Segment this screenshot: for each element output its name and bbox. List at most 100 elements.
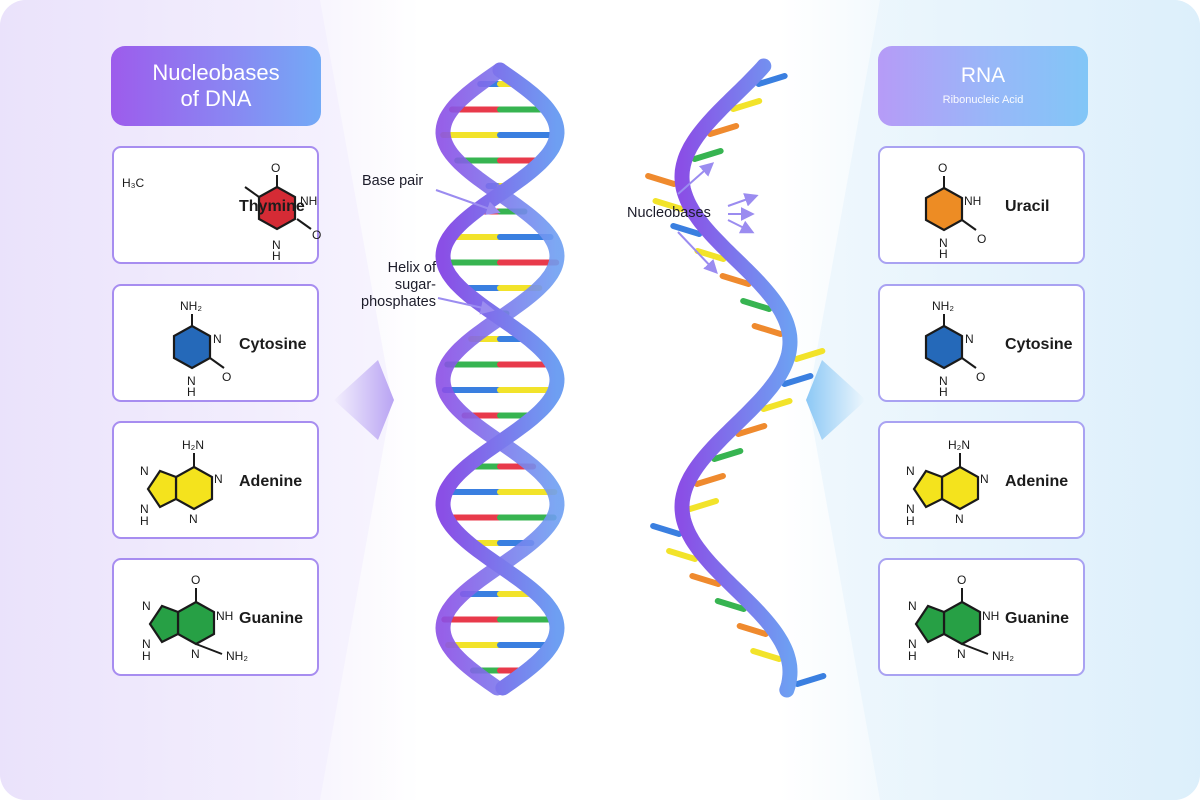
- nucleobases-label: Nucleobases: [627, 205, 711, 221]
- rna-guanine-ring-five: [914, 604, 946, 644]
- rna-nucleobase: [755, 73, 788, 87]
- nucleobase-arrow-2: [727, 193, 759, 207]
- svg-text:N: N: [140, 464, 149, 478]
- svg-text:O: O: [976, 370, 985, 384]
- svg-text:NH: NH: [216, 609, 233, 623]
- svg-text:N: N: [939, 236, 948, 250]
- thymine-structure-icon: H₃C O NH O N H: [122, 161, 321, 263]
- rna-sugar-phosphate-strand: [674, 58, 798, 698]
- cytosine-amino-label: NH₂: [180, 299, 202, 313]
- svg-text:N: N: [272, 238, 281, 252]
- svg-text:O: O: [977, 232, 986, 246]
- card-cytosine: NH₂ N O N H Cytosine: [112, 284, 319, 402]
- svg-text:O: O: [191, 573, 200, 587]
- svg-text:N: N: [939, 374, 948, 388]
- dna-title: Nucleobases of DNA: [111, 46, 321, 126]
- adenine-amino-label: H₂N: [182, 438, 204, 452]
- svg-text:H: H: [939, 385, 948, 399]
- svg-text:N: N: [906, 502, 915, 516]
- svg-text:H: H: [142, 649, 151, 663]
- card-rna-guanine: O NH N NH₂ N N H Guanine: [878, 558, 1085, 676]
- svg-text:H: H: [908, 649, 917, 663]
- svg-text:H: H: [906, 514, 915, 528]
- nucleobase-arrow-1: [677, 162, 715, 195]
- rna-nucleobases: [645, 73, 827, 687]
- rna-nucleobase: [794, 673, 827, 687]
- rna-nucleobase: [781, 373, 814, 387]
- rna-nucleobase: [736, 623, 769, 637]
- card-rna-adenine: H₂N N N N N H Adenine: [878, 421, 1085, 539]
- svg-text:O: O: [938, 161, 947, 175]
- svg-text:N: N: [908, 599, 917, 613]
- svg-text:NH: NH: [964, 194, 981, 208]
- thymine-methyl-label: H₃C: [122, 176, 145, 190]
- svg-text:N: N: [213, 332, 222, 346]
- rna-cytosine-label: Cytosine: [1005, 336, 1073, 353]
- rna-adenine-amino-label: H₂N: [948, 438, 970, 452]
- rna-nucleobase: [793, 348, 826, 362]
- uracil-structure-icon: O NH O N H: [924, 161, 986, 261]
- rna-nucleobase: [693, 473, 726, 487]
- svg-text:N: N: [906, 464, 915, 478]
- uracil-ring: [924, 186, 964, 232]
- rna-nucleobase: [652, 198, 685, 212]
- base-pair-arrow: [435, 189, 501, 215]
- svg-text:N: N: [908, 637, 917, 651]
- svg-text:H: H: [187, 385, 196, 399]
- card-thymine: H₃C O NH O N H Thymine: [112, 146, 321, 264]
- guanine-label: Guanine: [239, 610, 304, 627]
- cytosine-structure-icon: NH₂ N O N H: [172, 299, 231, 399]
- rna-nucleobase: [711, 448, 744, 462]
- dna-strand: [435, 62, 565, 696]
- svg-text:N: N: [191, 647, 200, 661]
- rna-title-main: RNA: [960, 64, 1006, 87]
- svg-text:O: O: [222, 370, 231, 384]
- dna-title-line1: Nucleobases: [152, 60, 280, 85]
- rna-cytosine-amino-label: NH₂: [932, 299, 954, 313]
- svg-text:O: O: [312, 228, 321, 242]
- rna-adenine-ring-five: [912, 469, 944, 509]
- svg-text:N: N: [214, 472, 223, 486]
- helix-label: Helix of sugar- phosphates: [361, 260, 436, 310]
- rna-guanine-label: Guanine: [1005, 610, 1070, 627]
- rna-nucleobase: [645, 173, 678, 187]
- rna-nucleobase: [751, 323, 784, 337]
- rna-nucleobase: [650, 523, 683, 537]
- dna-title-line2: of DNA: [180, 86, 252, 111]
- rna-nucleobase: [689, 573, 722, 587]
- card-uracil: O NH O N H Uracil: [878, 146, 1085, 264]
- rna-nucleobase: [730, 98, 763, 112]
- card-rna-cytosine: NH₂ N O N H Cytosine: [878, 284, 1085, 402]
- rna-nucleobase: [691, 148, 724, 162]
- rna-nucleobase: [714, 598, 747, 612]
- svg-text:N: N: [187, 374, 196, 388]
- thymine-label: Thymine: [239, 198, 305, 215]
- rna-nucleobase: [707, 123, 740, 137]
- rna-nucleobase: [750, 648, 783, 662]
- rna-nucleobase: [694, 248, 727, 262]
- rna-title: RNA Ribonucleic Acid: [878, 46, 1088, 126]
- rna-guanine-amino-label: NH₂: [992, 649, 1014, 663]
- guanine-ring-five: [148, 604, 180, 644]
- helix-arrow: [437, 297, 495, 315]
- svg-text:N: N: [965, 332, 974, 346]
- rna-nucleobase: [670, 223, 703, 237]
- uracil-label: Uracil: [1005, 198, 1050, 215]
- base-pair-label: Base pair: [362, 173, 424, 189]
- adenine-ring-five: [146, 469, 178, 509]
- svg-text:N: N: [142, 637, 151, 651]
- rna-subtitle: Ribonucleic Acid: [942, 94, 1024, 106]
- adenine-structure-icon: H₂N N N N N H: [140, 438, 223, 528]
- cytosine-ring: [172, 324, 212, 370]
- rna-adenine-structure-icon: H₂N N N N N H: [906, 438, 989, 528]
- rna-nucleobase: [740, 298, 773, 312]
- rna-nucleobase: [666, 548, 699, 562]
- dna-chevron-icon: [334, 360, 394, 440]
- svg-text:N: N: [980, 472, 989, 486]
- svg-text:O: O: [271, 161, 280, 175]
- rna-adenine-label: Adenine: [1005, 473, 1069, 490]
- rna-nucleobase: [760, 398, 793, 412]
- svg-text:N: N: [957, 647, 966, 661]
